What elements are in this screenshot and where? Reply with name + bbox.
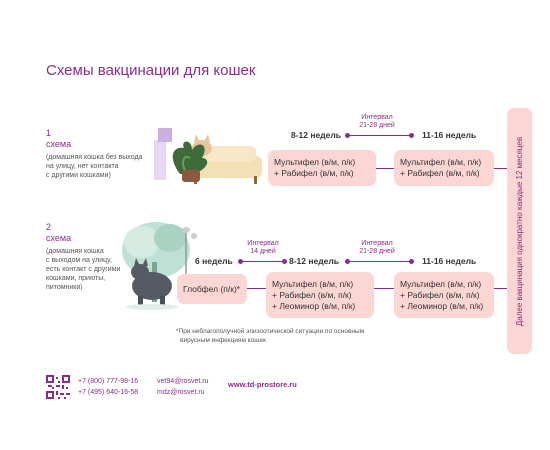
scheme-2-desc-line: кошками, приюты, [46, 275, 106, 282]
interval-days: 21-28 дней [359, 248, 395, 255]
timeline-dot [409, 259, 414, 264]
vaccine-line: Мультифел (в/м, п/к) [400, 157, 482, 167]
sofa-cat-illustration [154, 128, 262, 184]
timeline-dot [345, 259, 350, 264]
scheme-2-vaccine-box-2: Мультифел (в/м, п/к) + Рабифел (в/м, п/к… [266, 272, 374, 318]
vaccine-line: + Рабифел (в/м, п/к) [400, 168, 480, 178]
scheme-2-interval-2: Интервал 21-28 дней [352, 240, 402, 256]
phone-list: +7 (800) 777-98-16 +7 (495) 640-16-58 [78, 376, 138, 398]
scheme-1-interval: Интервал 21-28 дней [352, 114, 402, 130]
scheme-2-timeline-1 [240, 261, 284, 262]
vaccine-line: Мультифел (в/м, п/к) [274, 157, 356, 167]
vaccine-line: Мультифел (в/м, п/к) [272, 278, 354, 289]
tree-cat-illustration [122, 222, 197, 310]
interval-label: Интервал [247, 240, 279, 247]
scheme-1-label: 1 схема (домашняя кошка без выхода на ул… [46, 128, 142, 180]
annual-revaccination-bar [507, 108, 532, 354]
connector-line [494, 168, 507, 169]
scheme-1-week-1: 8-12 недель [291, 130, 341, 140]
scheme-2-week-3: 11-16 недель [422, 256, 477, 266]
scheme-2-word: схема [46, 233, 72, 243]
scheme-2-timeline-2 [348, 261, 410, 262]
email-list: vet94@rosvet.ru mdz@rosvet.ru [157, 376, 208, 398]
scheme-2-desc-line: с выходом на улицу, [46, 257, 112, 264]
timeline-dot [238, 259, 243, 264]
vaccine-line: + Рабифел (в/м, п/к) [272, 289, 352, 300]
vaccine-line: + Рабифел (в/м, п/к) [400, 289, 480, 300]
page-title: Схемы вакцинации для кошек [46, 62, 256, 79]
phone-link[interactable]: +7 (800) 777-98-16 [78, 378, 139, 385]
scheme-2-week-2: 8-12 недель [289, 256, 339, 266]
scheme-2-interval-1: Интервал 14 дней [238, 240, 288, 256]
vaccine-line: Мультифел (в/м, п/к) [400, 278, 482, 289]
timeline-dot [282, 259, 287, 264]
connector-line [247, 288, 266, 289]
interval-days: 21-28 дней [359, 122, 395, 129]
interval-days: 14 дней [250, 248, 276, 255]
footnote: *При неблагополучной эпизоотической ситу… [176, 327, 364, 345]
scheme-2-label: 2 схема (домашняя кошка с выходом на ули… [46, 222, 120, 292]
interval-label: Интервал [361, 240, 393, 247]
scheme-2-desc-line: (домашняя кошка [46, 248, 104, 255]
scheme-1-number: 1 [46, 128, 52, 138]
email-link[interactable]: vet94@rosvet.ru [157, 378, 209, 385]
scheme-2-desc-line: питомники) [46, 284, 83, 291]
email-link[interactable]: mdz@rosvet.ru [157, 389, 205, 396]
vaccine-line: + Рабифел (в/м, п/к) [274, 168, 354, 178]
qr-code-icon [46, 375, 70, 399]
scheme-1-desc-line: с другими кошками) [46, 172, 111, 179]
timeline-dot [409, 133, 414, 138]
scheme-1-week-2: 11-16 недель [422, 130, 477, 140]
scheme-2-vaccine-box-1: Глобфел (п/к)* [177, 274, 247, 304]
scheme-2-desc-line: есть контакт с другими [46, 266, 121, 273]
scheme-2-vaccine-box-3: Мультифел (в/м, п/к) + Рабифел (в/м, п/к… [394, 272, 494, 318]
scheme-2-number: 2 [46, 222, 52, 232]
scheme-1-vaccine-box-2: Мультифел (в/м, п/к) + Рабифел (в/м, п/к… [394, 150, 494, 186]
timeline-dot [345, 133, 350, 138]
footnote-line: вирусным инфекциям кошек [180, 337, 266, 344]
interval-label: Интервал [361, 114, 393, 121]
connector-line [374, 288, 394, 289]
scheme-1-desc-line: (домашняя кошка без выхода [46, 154, 143, 161]
connector-line [376, 168, 394, 169]
annual-revaccination-text: Далее вакцинация однократно каждые 12 ме… [507, 108, 532, 354]
scheme-1-word: схема [46, 139, 72, 149]
vaccine-line: Глобфел (п/к)* [183, 283, 241, 294]
scheme-2-week-1: 6 недель [195, 256, 233, 266]
connector-line [494, 288, 507, 289]
phone-link[interactable]: +7 (495) 640-16-58 [78, 389, 139, 396]
footnote-line: *При неблагополучной эпизоотической ситу… [176, 328, 365, 335]
scheme-1-vaccine-box-1: Мультифел (в/м, п/к) + Рабифел (в/м, п/к… [268, 150, 376, 186]
scheme-1-desc-line: на улицу, нет контакта [46, 163, 119, 170]
vaccine-line: + Леоминор (в/м, п/к) [400, 300, 484, 311]
vaccine-line: + Леоминор (в/м, п/к) [272, 300, 356, 311]
annual-label: Далее вакцинация однократно каждые 12 ме… [515, 136, 525, 326]
website-link[interactable]: www.td-prostore.ru [228, 380, 297, 389]
scheme-1-timeline [348, 135, 410, 136]
